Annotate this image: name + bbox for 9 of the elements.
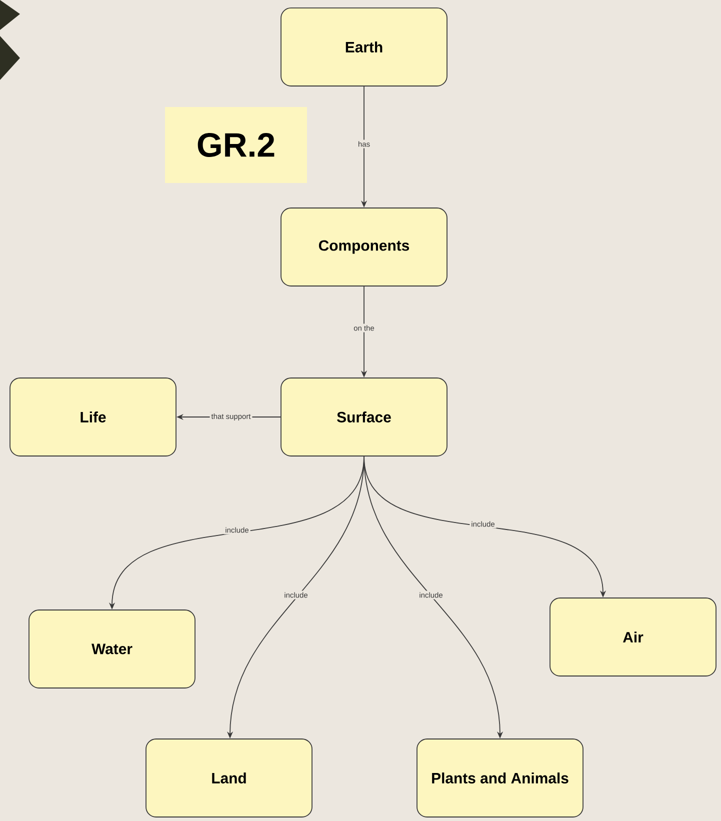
- concept-box: Components: [280, 208, 448, 286]
- concept-box: Land: [146, 738, 312, 818]
- title-banner: GR.2: [165, 107, 307, 183]
- concept-box: Life: [10, 378, 176, 456]
- concept-box: Earth: [280, 8, 448, 86]
- concept-box: Surface: [280, 378, 448, 456]
- concept-box: Water: [28, 610, 196, 688]
- concept-box: Air: [550, 598, 716, 676]
- concept-box: Plants and Animals: [416, 738, 584, 818]
